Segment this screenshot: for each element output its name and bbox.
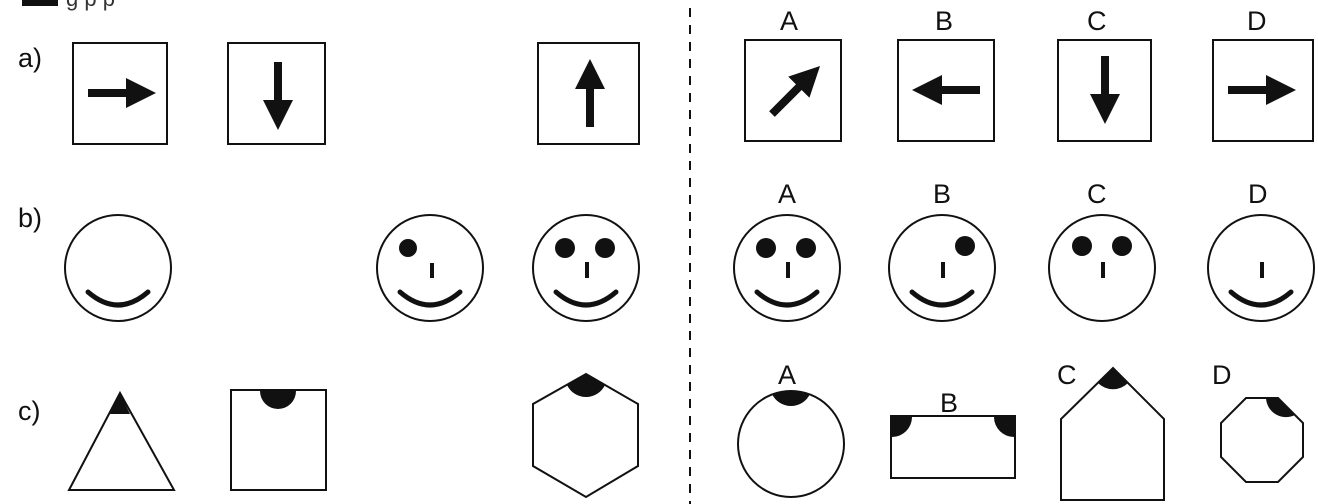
smile-1 xyxy=(88,292,148,305)
arrow-left-icon xyxy=(912,75,980,105)
square-edge-mark xyxy=(260,391,296,409)
arrow-up-right-icon xyxy=(761,55,830,124)
option-a-circle xyxy=(738,391,844,497)
option-a-edge-mark xyxy=(772,390,810,406)
arrow-right-icon xyxy=(88,78,156,108)
option-d-octagon xyxy=(1221,398,1303,482)
option-d-corner-mark xyxy=(1266,398,1295,417)
eye-4-left xyxy=(555,238,575,258)
eye-3-left xyxy=(399,239,417,257)
option-b-left-corner-mark xyxy=(892,417,912,437)
eye-c-right xyxy=(1112,236,1132,256)
eye-c-left xyxy=(1072,236,1092,256)
eye-b-right xyxy=(955,236,975,256)
eye-4-right xyxy=(595,238,615,258)
smile-3 xyxy=(400,292,460,305)
smile-d xyxy=(1231,292,1291,305)
eye-a-right xyxy=(796,238,816,258)
eye-a-left xyxy=(756,238,776,258)
smile-b xyxy=(912,292,972,305)
smile-4 xyxy=(556,292,616,305)
option-c-vertex-mark xyxy=(1098,368,1128,389)
smile-a xyxy=(757,292,817,305)
arrow-up-icon xyxy=(575,59,605,127)
option-b-right-corner-mark xyxy=(994,417,1014,437)
triangle-corner-mark xyxy=(110,393,130,414)
arrow-right-icon xyxy=(1228,75,1296,105)
hexagon-vertex-mark xyxy=(567,374,605,397)
arrow-down-icon xyxy=(263,62,293,130)
arrow-down-icon xyxy=(1090,56,1120,124)
